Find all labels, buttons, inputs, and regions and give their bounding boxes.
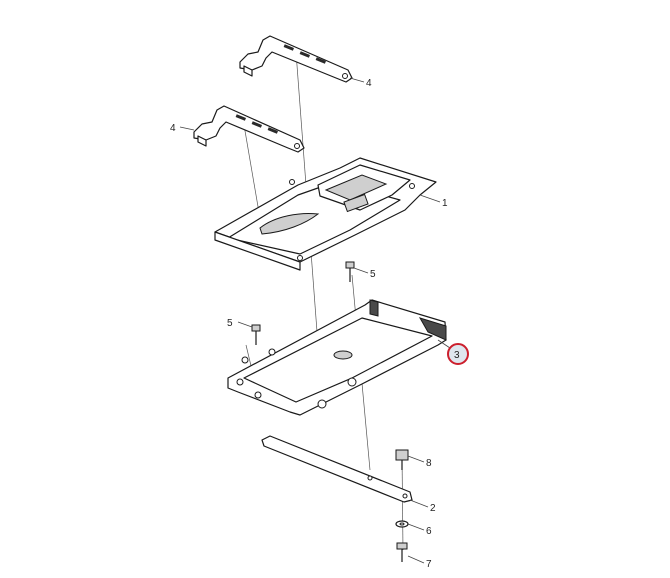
bracket-4-lower: [193, 105, 305, 153]
nut-8: [395, 449, 409, 470]
callout-3[interactable]: 3: [454, 350, 460, 361]
tray-1: [214, 157, 437, 271]
callout-8[interactable]: 8: [426, 458, 432, 469]
callout-labels: 4 4 1 5 5 3 8 2 6 7: [170, 78, 460, 570]
bolt-5-upper: [345, 261, 355, 282]
callout-7[interactable]: 7: [426, 559, 432, 570]
bolt-7: [396, 542, 408, 562]
callout-2[interactable]: 2: [430, 503, 436, 514]
callout-leaders: [179, 77, 451, 564]
callout-5-upper[interactable]: 5: [370, 269, 376, 280]
washer-6: [395, 520, 409, 528]
bolt-5-lower: [251, 324, 261, 345]
callout-6[interactable]: 6: [426, 526, 432, 537]
frame-3: [227, 299, 447, 416]
callout-4-lower[interactable]: 4: [170, 123, 176, 134]
callout-4-upper[interactable]: 4: [366, 78, 372, 89]
highlight-callout-3[interactable]: [447, 343, 469, 365]
callout-5-lower[interactable]: 5: [227, 318, 233, 329]
callout-1[interactable]: 1: [442, 198, 448, 209]
bracket-4-upper: [239, 35, 353, 83]
strap-2: [261, 435, 413, 503]
